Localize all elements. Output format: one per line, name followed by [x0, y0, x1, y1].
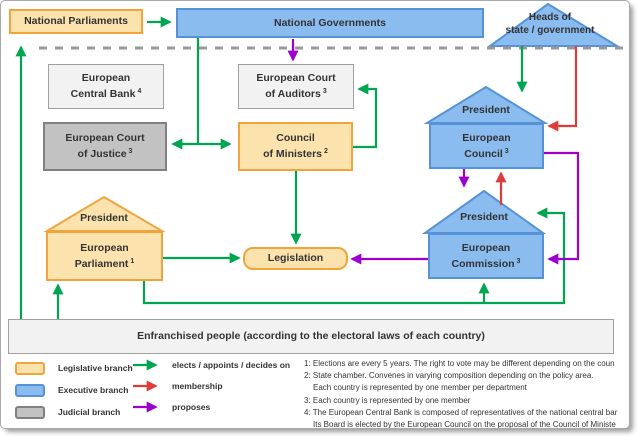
legend-arrows: elects / appoints / decides on membershi…: [132, 358, 290, 421]
legend-row-legislative: Legislative branch: [15, 361, 133, 375]
executive-branch-label: Executive branch: [58, 385, 129, 395]
footnotes: 1: Elections are every 5 years. The righ…: [304, 358, 629, 429]
legend-row-membership: membership: [132, 379, 290, 392]
legend-row-proposes: proposes: [132, 400, 290, 413]
footnote-ref: 1: [130, 257, 135, 265]
legend-row-judicial: Judicial branch: [15, 405, 133, 419]
enfranchised-people-label: Enfranchised people (according to the el…: [137, 330, 485, 342]
footnote-line: Its Board is elected by the European Cou…: [313, 420, 616, 429]
national-governments-box: National Governments: [176, 8, 484, 38]
footnote-line: Each country is represented by one membe…: [313, 383, 527, 393]
footnote-ref: 3: [128, 148, 133, 155]
auditors-label-line1: European Court: [256, 72, 336, 84]
footnote-ref: 4: [137, 88, 142, 95]
arrow-heads-membership-european-council: [547, 46, 578, 132]
european-parliament-president-label: President: [80, 212, 128, 224]
red-arrow-icon: [133, 380, 158, 391]
justice-label-line1: European Court: [65, 132, 145, 144]
legend-branches: Legislative branch Executive branch Judi…: [15, 361, 133, 427]
council-label-line1: European: [462, 131, 511, 144]
judicial-branch-label: Judicial branch: [58, 407, 121, 417]
european-commission-president-label: President: [460, 211, 508, 223]
legislation-box: Legislation: [243, 247, 348, 270]
footnote-ref: 2: [324, 148, 328, 155]
heads-of-state-label: Heads of state / government: [505, 12, 595, 36]
footnote-ref: 3: [504, 147, 509, 155]
membership-label: membership: [172, 380, 223, 391]
green-arrow-icon: [133, 359, 158, 370]
arrow-council-proposes-commission: [544, 151, 580, 265]
enfranchised-people-box: Enfranchised people (according to the el…: [8, 319, 614, 354]
legislation-label: Legislation: [267, 252, 324, 264]
legislative-swatch: [15, 361, 45, 375]
judicial-swatch: [15, 405, 45, 419]
commission-label-line1: European: [461, 241, 511, 254]
ministers-label-line1: Council: [276, 132, 315, 144]
legislative-branch-label: Legislative branch: [58, 363, 133, 373]
european-council-president-label: President: [462, 104, 510, 116]
purple-arrow-icon: [133, 401, 158, 412]
elects-label: elects / appoints / decides on: [172, 359, 291, 370]
ecb-label-line1: European: [81, 72, 131, 84]
arrow-ministers-appoint-auditors: [353, 83, 378, 149]
proposes-label: proposes: [172, 401, 211, 412]
footnote-line: 3: Each country is represented by one me…: [304, 395, 471, 405]
footnote-ref: 3: [516, 257, 521, 265]
footnote-line: 2: State chamber. Convenes in varying co…: [304, 371, 594, 381]
legend-row-executive: Executive branch: [15, 383, 133, 397]
footnote-line: 4: The European Central Bank is composed…: [304, 407, 618, 417]
national-parliaments-box: National Parliaments: [9, 9, 143, 34]
national-governments-label: National Governments: [273, 16, 387, 29]
national-parliaments-label: National Parliaments: [24, 15, 128, 27]
screenshot-frame: National Parliaments National Government…: [0, 0, 630, 429]
footnote-ref: 3: [322, 88, 327, 95]
parliament-label-line1: European: [80, 241, 129, 254]
executive-swatch: [15, 383, 45, 397]
legend-row-elects: elects / appoints / decides on: [132, 358, 290, 371]
footnote-line: 1: Elections are every 5 years. The righ…: [304, 359, 615, 368]
